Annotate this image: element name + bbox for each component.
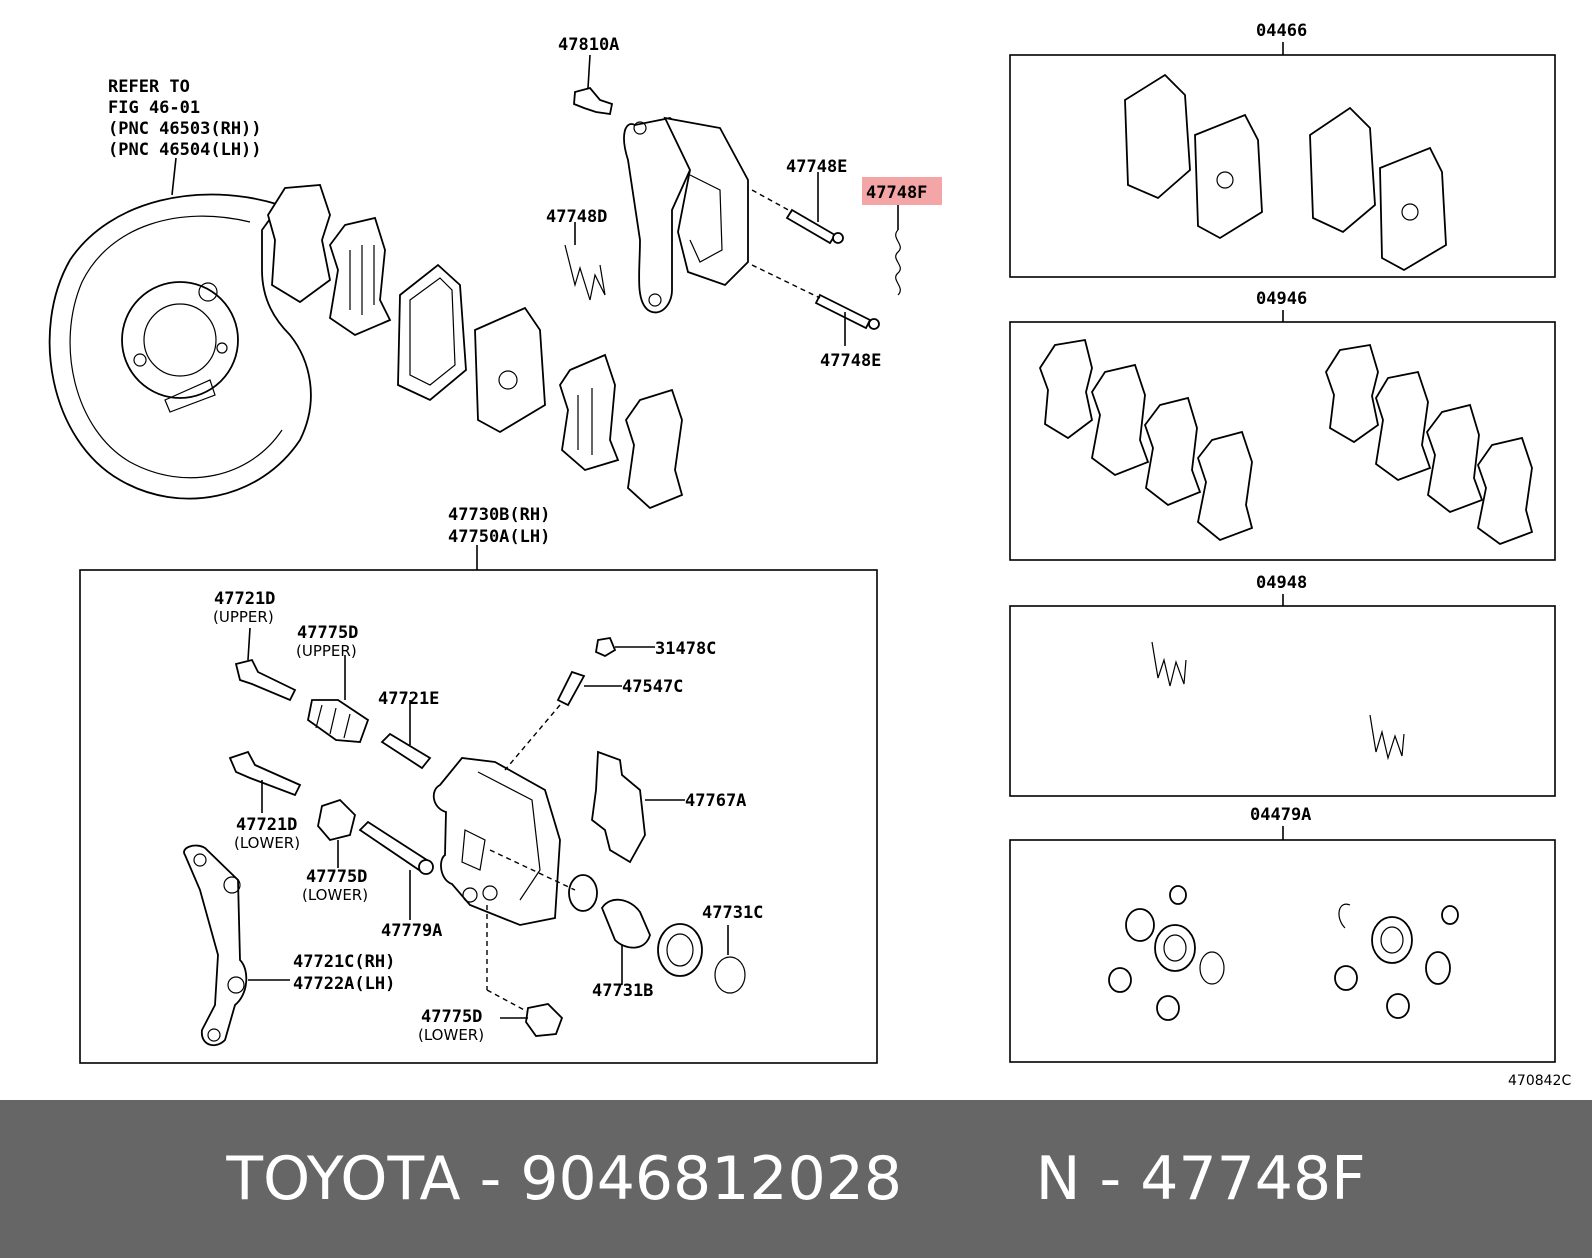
- label-47779A: 47779A: [381, 921, 442, 941]
- label-31478C: 31478C: [655, 639, 716, 659]
- piston-47731B: [489, 849, 703, 985]
- label-47721D-lower: 47721D: [236, 815, 297, 835]
- brake-pad-inner: [474, 306, 546, 434]
- refer-line-3: (PNC 46503(RH)): [108, 119, 262, 139]
- label-47731B: 47731B: [592, 981, 653, 1001]
- footer-bar: TOYOTA - 9046812028 N - 47748F: [0, 1100, 1592, 1258]
- label-upper-2: (UPPER): [296, 642, 357, 660]
- label-47721D-upper: 47721D: [214, 589, 275, 609]
- spring-47748F: [895, 200, 901, 296]
- label-47722A: 47722A(LH): [293, 974, 395, 994]
- bleeder-47547C: [504, 670, 622, 771]
- refer-note: REFER TO FIG 46-01 (PNC 46503(RH)) (PNC …: [108, 77, 262, 160]
- label-47775D-upper: 47775D: [297, 623, 358, 643]
- label-47775D-lower2: 47775D: [421, 1007, 482, 1027]
- label-lower-3: (LOWER): [418, 1026, 484, 1044]
- refer-line-1: REFER TO: [108, 77, 190, 97]
- kit-box-04948: [1009, 594, 1556, 797]
- label-kit-04479A: 04479A: [1250, 805, 1311, 825]
- label-47721E: 47721E: [378, 689, 439, 709]
- refer-line-2: FIG 46-01: [108, 98, 200, 118]
- label-47547C: 47547C: [622, 677, 683, 697]
- label-47748D: 47748D: [546, 207, 607, 227]
- label-47748E-top: 47748E: [786, 157, 847, 177]
- label-upper-1: (UPPER): [213, 608, 274, 626]
- caliper-body: [432, 757, 561, 926]
- kit-box-04479A: [1009, 826, 1556, 1063]
- label-kit-04466: 04466: [1256, 21, 1307, 41]
- boot-47775D-lower2: [486, 905, 564, 1037]
- label-47748F: 47748F: [866, 183, 927, 203]
- label-47748E-bottom: 47748E: [820, 351, 881, 371]
- plate-47767A: [591, 750, 685, 864]
- figure-number: 470842C: [1508, 1073, 1571, 1089]
- highlight-47748F: [862, 177, 942, 205]
- shim-inner-1: [559, 353, 620, 472]
- kit-box-04466: [1009, 42, 1556, 278]
- parts-diagram: REFER TO FIG 46-01 (PNC 46503(RH)) (PNC …: [48, 21, 1571, 1089]
- footer-part-info: TOYOTA - 9046812028 N - 47748F: [226, 1144, 1366, 1214]
- shim-outer-2: [329, 216, 392, 337]
- pin-47748E-bottom: [751, 264, 880, 346]
- label-kit-04946: 04946: [1256, 289, 1307, 309]
- sleeve-47721E: [380, 700, 432, 770]
- shim-inner-2: [625, 388, 684, 510]
- refer-line-4: (PNC 46504(LH)): [108, 140, 262, 160]
- bolt-47810A: [573, 54, 614, 116]
- label-lower-1: (LOWER): [234, 834, 300, 852]
- caliper-assembly-box: [79, 569, 878, 1064]
- label-47750A: 47750A(LH): [448, 527, 550, 547]
- cap-31478C: [594, 636, 655, 658]
- label-47731C: 47731C: [702, 903, 763, 923]
- label-lower-2: (LOWER): [302, 886, 368, 904]
- brake-pad-outer: [397, 263, 467, 402]
- kit-box-04946: [1009, 310, 1556, 561]
- torque-arm-47721C: [183, 844, 290, 1047]
- boot-47775D-lower: [317, 798, 356, 868]
- label-47721C: 47721C(RH): [293, 952, 395, 972]
- pin-47748E-top: [751, 172, 844, 245]
- ring-47731C: [714, 925, 746, 994]
- backing-plate: [48, 157, 312, 500]
- boot-47775D-upper: [307, 655, 370, 743]
- label-47775D-lower: 47775D: [306, 867, 367, 887]
- bolt-47721D-lower: [228, 750, 302, 813]
- bolt-47721D-upper: [234, 627, 297, 702]
- label-47810A: 47810A: [558, 35, 619, 55]
- label-47767A: 47767A: [685, 791, 746, 811]
- clip-47748D: [564, 222, 606, 301]
- caliper-mounting-bracket: [623, 116, 749, 314]
- label-47730B: 47730B(RH): [448, 505, 550, 525]
- shim-outer-1: [267, 184, 331, 304]
- pin-47779A: [358, 820, 434, 920]
- label-kit-04948: 04948: [1256, 573, 1307, 593]
